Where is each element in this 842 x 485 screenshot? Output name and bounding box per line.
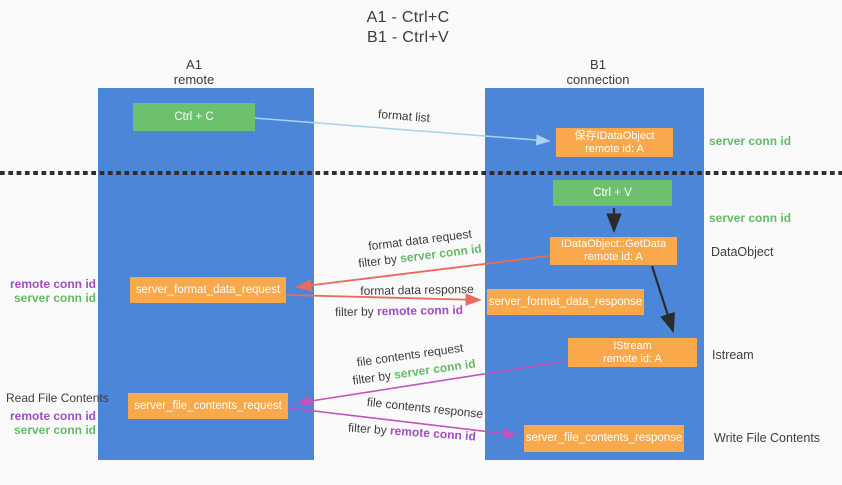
arrow-label-filter-format-response: filter by remote conn id xyxy=(319,303,479,320)
filter-key-remote-conn-id-2: remote conn id xyxy=(376,302,464,319)
lifeline-a1-id: A1 xyxy=(186,57,202,72)
format-response-label: server_format_data_response xyxy=(488,295,643,308)
label-read-file-contents: Read File Contents xyxy=(6,391,109,405)
filter-key-remote-conn-id-4: remote conn id xyxy=(389,423,477,444)
filter-prefix-4: filter by xyxy=(347,420,391,438)
getdata-line2: remote id: A xyxy=(584,251,643,263)
file-request-label: server_file_contents_request xyxy=(134,399,282,412)
format-request-box: server_format_data_request xyxy=(130,277,286,303)
lifeline-header-a1: A1 remote xyxy=(134,57,254,87)
ctrl-c-box: Ctrl + C xyxy=(133,103,255,131)
server-conn-id-label-1: server conn id xyxy=(13,291,96,305)
ctrl-c-label: Ctrl + C xyxy=(174,110,214,123)
page-title: A1 - Ctrl+C B1 - Ctrl+V xyxy=(308,8,508,48)
lifeline-a1-role: remote xyxy=(173,72,215,87)
format-response-box: server_format_data_response xyxy=(487,289,644,315)
arrow-label-format-data-response: format data response xyxy=(360,282,474,298)
istream-box: IStream remote id: A xyxy=(568,338,697,367)
label-dataobject: DataObject xyxy=(711,245,774,259)
save-dataobject-box: 保存IDataObject remote id: A xyxy=(556,128,673,157)
istream-line1: IStream xyxy=(613,339,652,352)
filter-prefix-2: filter by xyxy=(334,304,378,320)
file-response-box: server_file_contents_response xyxy=(524,425,684,452)
istream-line2: remote id: A xyxy=(603,352,662,365)
getdata-box: IDataObject::GetData remote id: A xyxy=(550,237,677,265)
filter-prefix-1: filter by xyxy=(357,251,401,271)
arrow-label-file-contents-response: file contents response xyxy=(366,394,484,422)
save-dataobject-line2: remote id: A xyxy=(585,142,644,155)
label-server-conn-id-mid: server conn id xyxy=(709,211,792,225)
lifeline-header-b1: B1 connection xyxy=(538,57,658,87)
left-conn-id-block-1: remote conn id server conn id xyxy=(0,277,96,305)
file-response-label: server_file_contents_response xyxy=(525,432,683,444)
arrow-label-filter-file-response: filter by remote conn id xyxy=(332,419,493,444)
format-request-label: server_format_data_request xyxy=(135,283,281,296)
server-conn-id-label-2: server conn id xyxy=(13,423,96,437)
label-istream: Istream xyxy=(712,348,754,362)
arrow-label-format-list: format list xyxy=(377,106,431,126)
file-request-box: server_file_contents_request xyxy=(128,393,288,419)
left-conn-id-block-2: remote conn id server conn id xyxy=(0,409,96,437)
getdata-line1: IDataObject::GetData xyxy=(560,238,667,250)
page-title-line1: A1 - Ctrl+C xyxy=(366,9,450,26)
filter-prefix-3: filter by xyxy=(351,367,396,388)
ctrl-v-label: Ctrl + V xyxy=(593,186,632,199)
label-server-conn-id-top: server conn id xyxy=(709,134,792,148)
ctrl-v-box: Ctrl + V xyxy=(553,180,672,206)
save-dataobject-line1: 保存IDataObject xyxy=(574,129,655,142)
remote-conn-id-label-2: remote conn id xyxy=(9,409,96,423)
lifeline-b1-id: B1 xyxy=(590,57,606,72)
remote-conn-id-label-1: remote conn id xyxy=(9,277,96,291)
lifeline-b1-role: connection xyxy=(566,72,630,87)
page-title-line2: B1 - Ctrl+V xyxy=(367,29,449,46)
label-write-file-contents: Write File Contents xyxy=(714,431,821,445)
